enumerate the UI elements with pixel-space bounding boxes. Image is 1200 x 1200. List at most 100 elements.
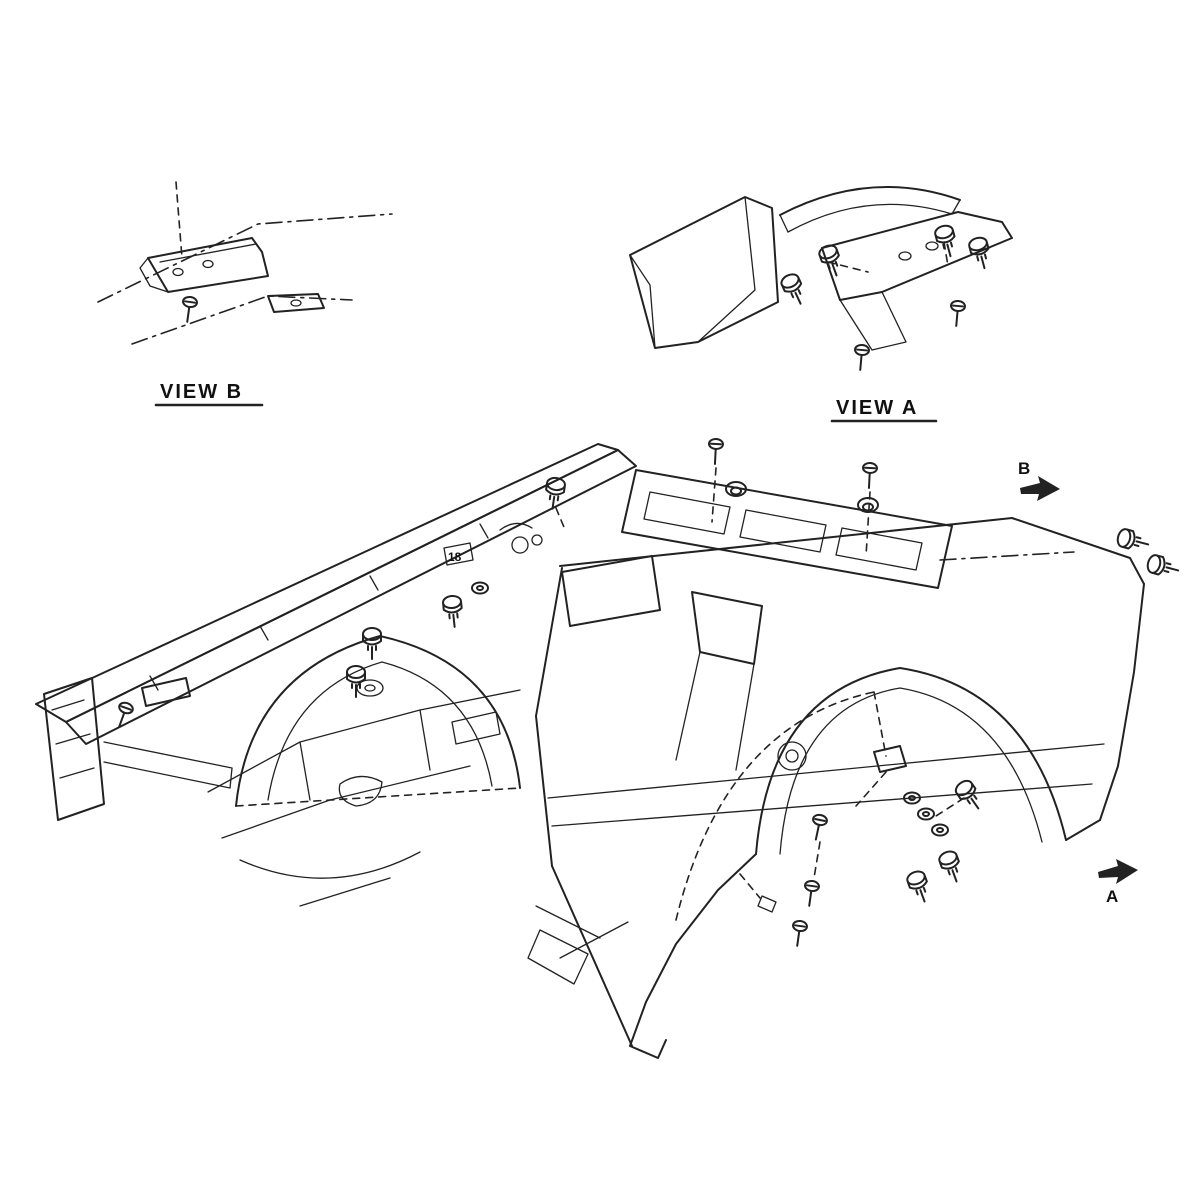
clip-block (873, 745, 907, 773)
inner-wheelhouse-hidden-line (675, 691, 875, 921)
washer-icon (917, 807, 935, 821)
fender-rear-lower (1065, 819, 1101, 841)
cowl-left-parts: 18 (443, 522, 543, 566)
view-b-label: VIEW B (160, 381, 243, 403)
vent-window-panel (561, 555, 661, 627)
flange-hole (925, 241, 939, 251)
wheel-arch-lip-inner (787, 203, 953, 233)
flange-lower-leg (839, 291, 907, 351)
rail-tick (259, 625, 269, 641)
leader-line (855, 771, 887, 807)
screw-icon (789, 919, 809, 948)
construction-line (239, 851, 421, 879)
left-front-structure (43, 677, 233, 821)
bolt-icon (1144, 552, 1182, 581)
bolt-icon (952, 776, 987, 815)
fender-top-edge (559, 517, 1145, 585)
screw-icon (860, 461, 879, 490)
lip-end (779, 214, 789, 233)
wheel-arch-lip (779, 186, 961, 216)
emblem-circle (777, 741, 807, 771)
hood-reference-line (939, 551, 1075, 561)
emblem-circle-inner (785, 749, 799, 763)
bolt-icon (936, 848, 967, 886)
bolt-icon (346, 665, 366, 698)
latch-spring (499, 522, 533, 531)
construction-line (535, 905, 629, 959)
leader-line (935, 797, 965, 817)
construction-line (299, 877, 391, 907)
leader-line (555, 507, 567, 533)
crossmember (527, 929, 589, 985)
arrow-a-label: A (1106, 887, 1118, 906)
cowl-vent-panel (621, 469, 1075, 589)
bracket-hole (290, 299, 302, 307)
bracket-tab (139, 257, 169, 293)
fender-bottom-edge (551, 865, 633, 1047)
bolt-icon (441, 594, 465, 629)
leader-line (865, 491, 871, 557)
flange-hole (898, 251, 912, 261)
cowl-band-outline (621, 469, 953, 589)
fender-front-lower-edge (629, 853, 757, 1059)
wheelhouse-base-hidden (235, 787, 521, 807)
clip (757, 895, 777, 913)
leader-line (827, 261, 869, 273)
construction-line (299, 709, 431, 801)
construction-line (221, 765, 471, 839)
rail-top-surface (35, 443, 619, 723)
screw-icon (801, 879, 821, 908)
leader-line (813, 841, 821, 879)
radiator-support-panel (43, 677, 105, 821)
part-number-label: 18 (448, 550, 462, 564)
latch-ring (511, 536, 529, 554)
leader-line (739, 873, 761, 899)
screw-icon (852, 343, 871, 372)
rail-tick (149, 675, 159, 691)
screw-icon (807, 812, 829, 843)
view-a-detail: VIEW A (629, 186, 1013, 423)
quarter-panel-section (629, 196, 779, 349)
lip-end (951, 199, 961, 215)
wheelhouse-dome-inner (267, 661, 493, 801)
bracket-edge (159, 243, 257, 263)
rail-tick (479, 523, 489, 539)
fasteners (346, 437, 1182, 948)
body-reference-line (97, 213, 393, 303)
vent-opening (643, 491, 731, 535)
component-box (451, 711, 501, 745)
direction-callouts: B A (1018, 459, 1138, 906)
view-b-detail: VIEW B (97, 181, 393, 407)
view-a-label: VIEW A (836, 397, 918, 419)
bolt-icon (966, 234, 995, 272)
panel-fold-line (697, 196, 756, 343)
leader-line (711, 467, 717, 523)
component-blob (338, 775, 383, 807)
small-bracket (141, 677, 191, 707)
centerline (175, 181, 183, 259)
grommet-icon (857, 497, 879, 513)
arrow-b-icon (1020, 476, 1060, 501)
right-fender (535, 517, 1145, 1059)
bracket-hole (172, 267, 184, 277)
lower-rail (103, 741, 233, 789)
leader-line (943, 241, 949, 267)
bolt-icon (932, 222, 961, 260)
pillar-lines (675, 651, 755, 771)
numbered-bracket (443, 542, 474, 566)
screw-icon (706, 437, 725, 466)
hinge-pillar (691, 591, 763, 665)
body-crease-line (551, 783, 1093, 827)
wheel-arch-opening (755, 667, 1067, 855)
engine-bay-structure (207, 689, 629, 985)
panel-hatch-lines (51, 699, 95, 779)
latch-ring (531, 534, 543, 546)
washer-icon (471, 581, 489, 595)
body-crease-line (547, 743, 1105, 799)
shock-tower-hole (364, 684, 376, 692)
fender-rear-edge (1099, 583, 1145, 821)
hidden-line (873, 691, 887, 757)
bracket-hole (202, 259, 214, 269)
